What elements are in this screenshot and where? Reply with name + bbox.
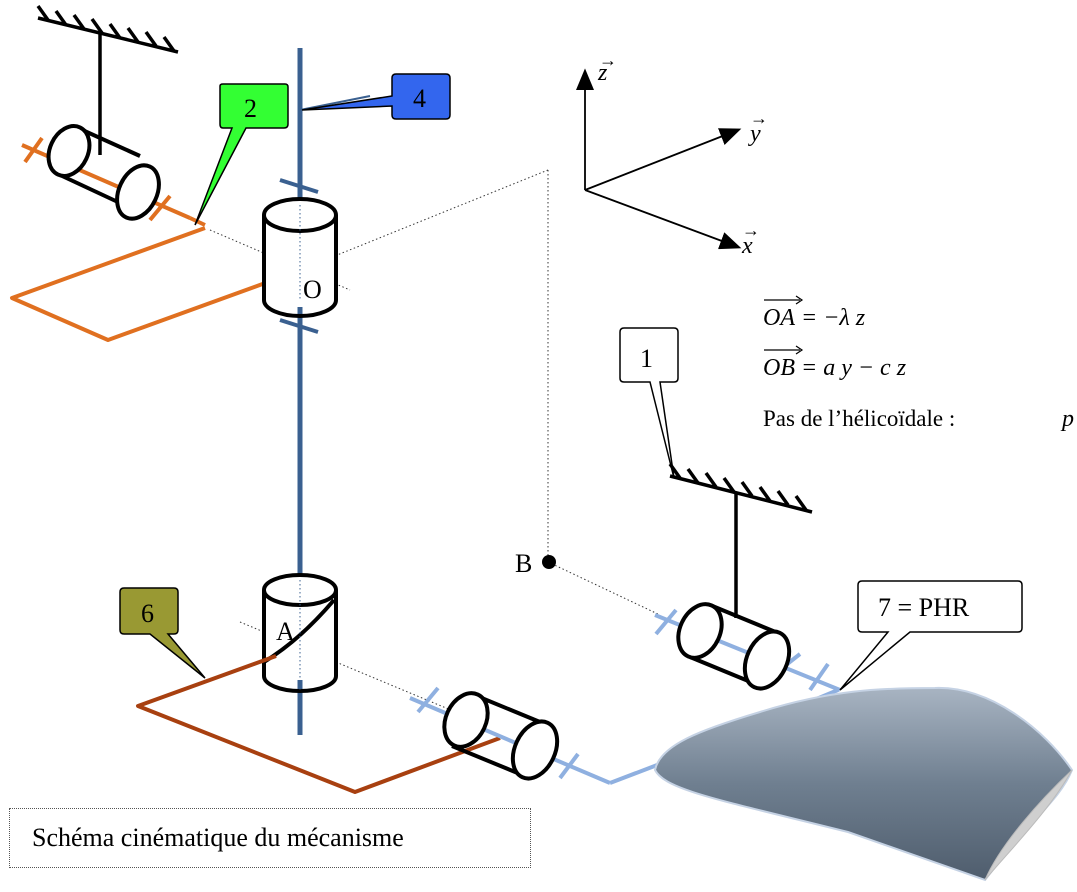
- pitch-variable: p: [1060, 406, 1074, 432]
- equation-ob-lhs: OB: [763, 355, 795, 381]
- equation-ob-rhs: = a y − c z: [801, 355, 907, 381]
- diagram-caption-text: Schéma cinématique du mécanisme: [32, 823, 404, 852]
- point-b-marker: [542, 555, 556, 569]
- equation-ob: OB = a y − c z: [763, 345, 907, 381]
- pivot-joint-right: [654, 602, 841, 692]
- axis-label-x: x: [741, 233, 753, 259]
- callout-part-6: [119, 587, 206, 679]
- label-part-7: 7 = PHR: [878, 593, 970, 622]
- pivot-joint-bottom: [409, 686, 611, 785]
- axis-label-y: y: [748, 121, 761, 147]
- label-part-6: 6: [141, 599, 154, 628]
- label-part-1: 1: [640, 344, 653, 373]
- axis-arrow-x: →: [742, 220, 760, 240]
- label-part-2: 2: [244, 94, 257, 123]
- pivot-joint-o: [262, 178, 338, 334]
- callout-part-4: [301, 73, 451, 120]
- diagram-caption: Schéma cinématique du mécanisme: [9, 808, 531, 868]
- part-2-lever: [10, 226, 269, 342]
- callout-part-2: [194, 83, 289, 226]
- equation-oa: OA = −λ z: [763, 295, 866, 331]
- callout-part-7: [839, 580, 1023, 691]
- pivot-joint-top-left: [21, 124, 206, 227]
- axes-frame: [576, 68, 742, 250]
- helical-joint-a: [262, 573, 338, 693]
- equation-oa-lhs: OA: [763, 305, 795, 331]
- axis-label-z: z: [597, 60, 608, 86]
- wing-surface-phr: [653, 686, 1074, 882]
- part-6-lever: [136, 654, 501, 794]
- ground-frame-top-left: [36, 4, 179, 155]
- ground-frame-right: [668, 462, 813, 618]
- callout-part-1: [619, 327, 679, 479]
- label-point-b: B: [515, 549, 532, 578]
- pitch-label: Pas de l’hélicoïdale :: [763, 406, 955, 431]
- label-part-4: 4: [413, 84, 426, 113]
- equation-oa-rhs: = −λ z: [801, 305, 866, 331]
- label-point-a: A: [276, 617, 295, 646]
- axis-arrow-z: →: [599, 50, 617, 70]
- label-point-o: O: [303, 275, 322, 304]
- axis-arrow-y: →: [750, 108, 768, 128]
